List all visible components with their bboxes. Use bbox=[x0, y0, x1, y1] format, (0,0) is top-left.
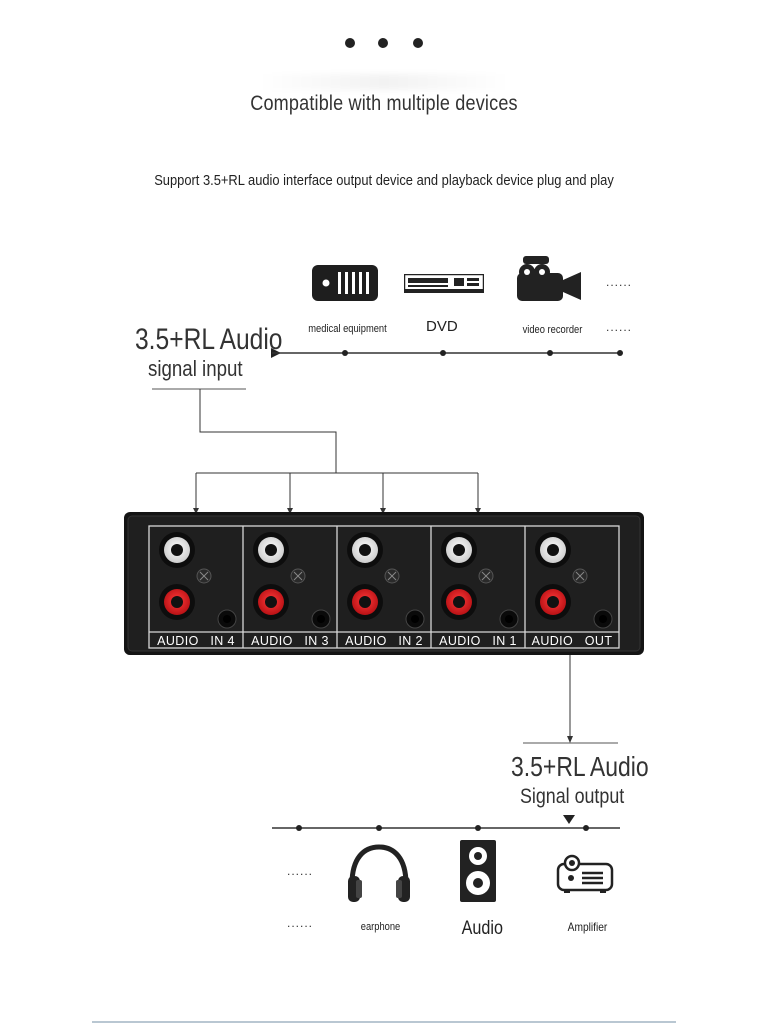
output-bus-node bbox=[583, 825, 589, 831]
medical-equipment-label: medical equipment bbox=[308, 323, 387, 335]
video-recorder-label: video recorder bbox=[522, 324, 583, 336]
dot-3 bbox=[413, 38, 423, 48]
output-drop-arrow bbox=[567, 736, 573, 743]
output-bus-node bbox=[376, 825, 382, 831]
port-label-in4: AUDIO IN 4 bbox=[157, 634, 235, 648]
projector-icon bbox=[556, 854, 614, 893]
input-label-line1: 3.5+RL Audio bbox=[135, 323, 283, 356]
input-bus-node bbox=[617, 350, 623, 356]
page-subtitle: Support 3.5+RL audio interface output de… bbox=[154, 172, 614, 189]
amplifier-label: Amplifier bbox=[567, 920, 608, 934]
dvd-label: DVD bbox=[426, 318, 458, 335]
more-input-devices-top: ...... bbox=[606, 275, 633, 289]
headphones-icon bbox=[348, 844, 410, 902]
speaker-icon bbox=[460, 840, 496, 902]
page-title: Compatible with multiple devices bbox=[250, 92, 518, 115]
output-bus-arrow bbox=[563, 815, 575, 824]
audio-label: Audio bbox=[461, 918, 503, 939]
earphone-label: earphone bbox=[360, 921, 401, 933]
port-group-out bbox=[535, 532, 613, 629]
output-bus-node bbox=[475, 825, 481, 831]
more-input-devices-bottom: ...... bbox=[606, 320, 633, 334]
input-bus-node bbox=[342, 350, 348, 356]
port-label-in3: AUDIO IN 3 bbox=[251, 634, 329, 648]
faded-heading-shadow bbox=[258, 74, 510, 90]
dot-1 bbox=[345, 38, 355, 48]
port-label-in1: AUDIO IN 1 bbox=[439, 634, 517, 648]
port-label-in2: AUDIO IN 2 bbox=[345, 634, 423, 648]
output-label-line2: Signal output bbox=[520, 785, 625, 808]
dot-2 bbox=[378, 38, 388, 48]
input-bus-node bbox=[547, 350, 553, 356]
arrow-in2 bbox=[380, 508, 386, 514]
more-output-devices-top: ...... bbox=[287, 864, 314, 878]
audio-switch-box: AUDIO IN 4 AUDIO IN 3 AUDIO IN 2 AUDIO I… bbox=[124, 512, 644, 655]
port-group-in4 bbox=[159, 532, 237, 629]
port-group-in2 bbox=[347, 532, 425, 629]
port-group-in1 bbox=[441, 532, 519, 629]
input-label-line2: signal input bbox=[148, 356, 243, 381]
dvd-player-icon bbox=[404, 274, 484, 293]
output-label-line1: 3.5+RL Audio bbox=[511, 751, 649, 782]
arrow-in4 bbox=[193, 508, 199, 514]
medical-equipment-icon bbox=[312, 265, 378, 301]
arrow-in3 bbox=[287, 508, 293, 514]
arrow-in1 bbox=[475, 508, 481, 514]
bottom-divider bbox=[92, 1021, 676, 1023]
more-output-devices-bottom: ...... bbox=[287, 916, 314, 930]
input-tree-trunk bbox=[199, 389, 337, 473]
output-bus-node bbox=[296, 825, 302, 831]
port-group-in3 bbox=[253, 532, 331, 629]
input-bus-node bbox=[440, 350, 446, 356]
port-label-out: AUDIO OUT bbox=[532, 634, 613, 648]
video-camera-icon bbox=[517, 256, 581, 301]
